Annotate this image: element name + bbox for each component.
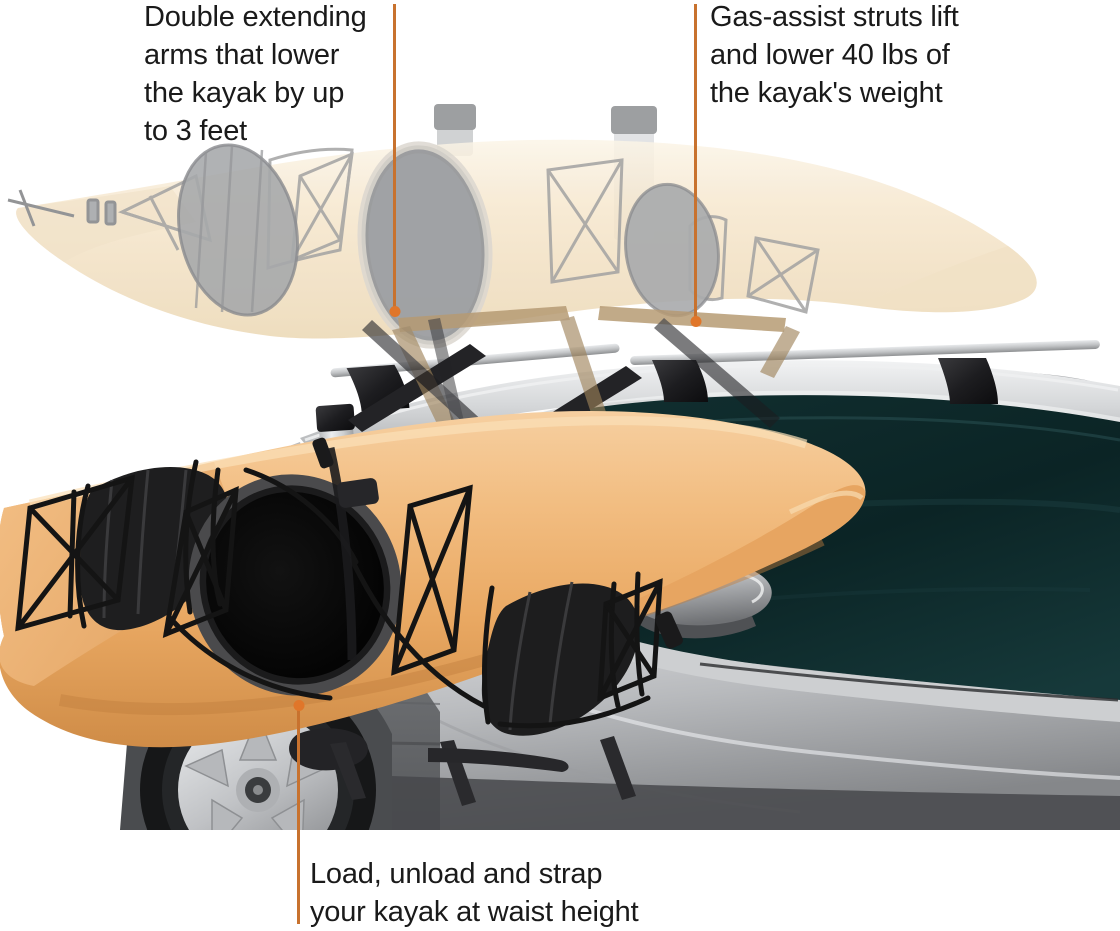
leader-dot-arms bbox=[389, 306, 400, 317]
leader-dot-waist bbox=[293, 700, 304, 711]
callout-double-extending-arms: Double extending arms that lower the kay… bbox=[144, 1, 367, 147]
leader-line-load-unload bbox=[293, 700, 304, 924]
leader-line-gas-assist-struts bbox=[690, 4, 701, 327]
kayak-lowered-solid bbox=[0, 411, 866, 748]
callout-load-unload-strap: Load, unload and strap your kayak at wai… bbox=[310, 858, 639, 928]
leader-line-double-extending-arms bbox=[389, 4, 400, 317]
cam-strap bbox=[325, 447, 379, 661]
callout-gas-assist-struts: Gas-assist struts lift and lower 40 lbs … bbox=[710, 1, 959, 109]
leader-dot-struts bbox=[690, 316, 701, 327]
